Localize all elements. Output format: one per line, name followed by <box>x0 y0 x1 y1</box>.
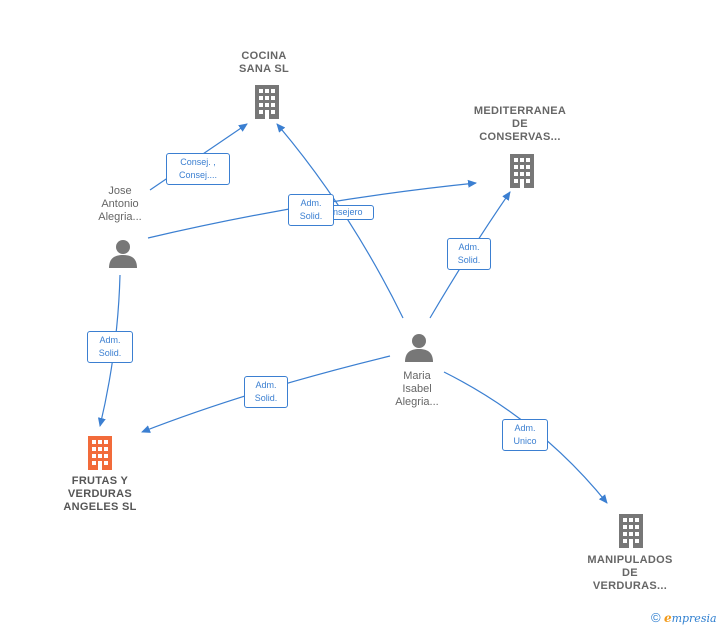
edge-label-line: Solid. <box>254 393 278 403</box>
label-line: MEDITERRANEA <box>473 105 567 117</box>
person-icon[interactable] <box>108 238 138 268</box>
label-line: COCINA <box>241 50 287 62</box>
label-line: MANIPULADOS <box>587 554 673 566</box>
edge-label-line: Solid. <box>457 255 481 265</box>
edge-label-line: Solid. <box>98 348 122 358</box>
label-line: Alegria... <box>98 211 142 223</box>
label-line: DE <box>622 567 638 579</box>
empresia-logo: © empresia <box>651 610 717 625</box>
building-icon[interactable] <box>616 514 646 548</box>
node-label-mediterranea[interactable]: MEDITERRANEA DE CONSERVAS... <box>460 105 580 144</box>
building-icon[interactable] <box>252 85 282 119</box>
edge-label-line: Consej.... <box>178 170 218 180</box>
label-line: DE <box>512 118 528 130</box>
edge-label-line: Consejero <box>321 207 363 217</box>
label-line: VERDURAS... <box>592 580 668 592</box>
node-label-manipulados[interactable]: MANIPULADOS DE VERDURAS... <box>570 554 690 593</box>
building-icon-highlighted[interactable] <box>85 436 115 470</box>
logo-initial: e <box>663 611 672 625</box>
node-label-maria-isabel[interactable]: Maria Isabel Alegria... <box>377 370 457 409</box>
label-line: FRUTAS Y <box>71 475 129 487</box>
label-line: VERDURAS <box>67 488 133 500</box>
edge-label-jose-cocina[interactable]: Consej. , Consej.... <box>166 153 230 185</box>
label-line: SANA SL <box>239 63 289 75</box>
building-icon[interactable] <box>507 154 537 188</box>
copyright-symbol: © <box>651 610 661 625</box>
node-label-jose-antonio[interactable]: Jose Antonio Alegria... <box>80 185 160 224</box>
edge-label-maria-manipulados[interactable]: Adm. Unico <box>502 419 548 451</box>
edge-label-line: Adm. <box>458 242 480 252</box>
person-icon[interactable] <box>404 332 434 362</box>
label-line: Alegria... <box>395 396 439 408</box>
label-line: CONSERVAS... <box>479 131 561 143</box>
label-line: Isabel <box>402 383 432 395</box>
edge-label-maria-frutas[interactable]: Adm. Solid. <box>244 376 288 408</box>
label-line: Antonio <box>101 198 139 210</box>
edge-label-line: Adm. <box>255 380 277 390</box>
node-label-frutas-verduras[interactable]: FRUTAS Y VERDURAS ANGELES SL <box>40 475 160 514</box>
edge-label-line: Adm. <box>99 335 121 345</box>
edge-label-line: Solid. <box>299 211 323 221</box>
edge-label-jose-frutas[interactable]: Adm. Solid. <box>87 331 133 363</box>
edge-label-line: Consej. , <box>180 157 216 167</box>
edge-label-line: Unico <box>513 436 537 446</box>
edge-label-maria-mediterranea[interactable]: Adm. Solid. <box>447 238 491 270</box>
edge-label-maria-cocina[interactable]: Adm. Solid. <box>288 194 334 226</box>
node-label-cocina-sana[interactable]: COCINA SANA SL <box>214 50 314 76</box>
label-line: Maria <box>403 370 431 382</box>
edge-label-line: Adm. <box>514 423 536 433</box>
label-line: ANGELES SL <box>63 501 137 513</box>
logo-text: mpresia <box>671 612 717 625</box>
edge-label-line: Adm. <box>300 198 322 208</box>
label-line: Jose <box>108 185 132 197</box>
